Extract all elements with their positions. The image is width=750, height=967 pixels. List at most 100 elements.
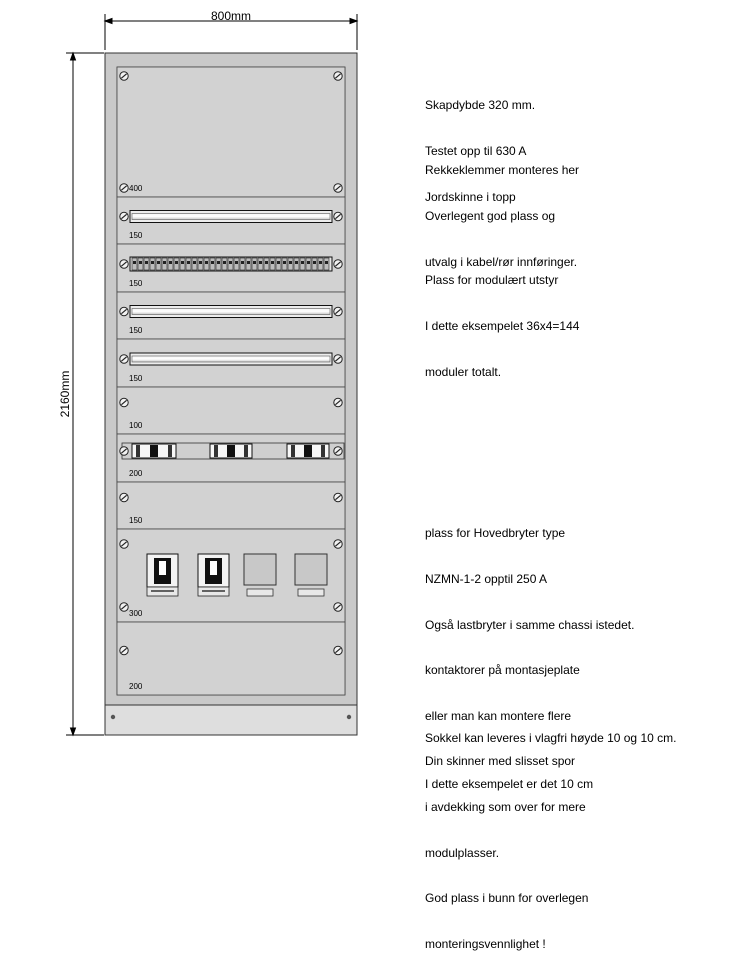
terminal-screw xyxy=(151,261,154,264)
note-plinth: Sokkel kan leveres i vlagfri høyde 10 og… xyxy=(425,701,676,807)
section-height-label: 150 xyxy=(129,374,143,383)
screw-slot xyxy=(335,185,341,191)
note-line: Jordskinne i topp xyxy=(425,189,516,204)
terminal-screw xyxy=(247,261,250,264)
section-height-label: 400 xyxy=(129,184,143,193)
terminal-screw xyxy=(301,261,304,264)
screw-slot xyxy=(121,213,127,220)
section-height-label: 100 xyxy=(129,421,143,430)
section-height-label: 150 xyxy=(129,516,143,525)
terminal-screw xyxy=(169,261,172,264)
terminal-screw xyxy=(205,261,208,264)
cabinet-diagram: 800mm 2160mm 400150150150150100200150300… xyxy=(58,9,359,737)
panel-section-blank: 100 xyxy=(116,386,346,435)
panel-sections: 400 150 150 150 150 100 200 150 300 200 xyxy=(116,66,346,696)
width-dimension xyxy=(103,14,359,50)
panel-section-blank: 200 xyxy=(116,621,346,696)
breaker-window xyxy=(159,561,166,575)
disconnector-handle xyxy=(136,445,140,457)
panel-cover xyxy=(116,481,346,530)
din-rail-slot xyxy=(131,308,331,315)
section-height-label: 200 xyxy=(129,682,143,691)
terminal-screw xyxy=(211,261,214,264)
screw-slot xyxy=(335,213,341,220)
disconnector-handle xyxy=(214,445,218,457)
screw-slot xyxy=(335,73,341,79)
screw-slot xyxy=(335,494,341,501)
terminal-screw xyxy=(277,261,280,264)
terminal-screw xyxy=(265,261,268,264)
panel-cover xyxy=(116,386,346,435)
terminal-screw xyxy=(295,261,298,264)
screw-slot xyxy=(121,494,127,501)
terminal-screw xyxy=(259,261,262,264)
note-line: I dette eksempelet 36x4=144 xyxy=(425,319,580,334)
terminal-screw xyxy=(139,261,142,264)
note-line: Plass for modulært utstyr xyxy=(425,273,559,288)
panel-section-din-rail: 150 xyxy=(116,196,346,245)
disconnector-handle xyxy=(321,445,325,457)
disconnector-handle xyxy=(291,445,295,457)
screw-slot xyxy=(121,647,127,654)
terminal-screw xyxy=(199,261,202,264)
screw-slot xyxy=(121,261,127,267)
section-height-label: 150 xyxy=(129,279,143,288)
panel-section-disconnectors: 200 xyxy=(116,433,346,483)
height-label: 2160mm xyxy=(58,371,72,418)
terminal-screw xyxy=(325,261,328,264)
breaker-window xyxy=(210,561,217,575)
note-line: I dette eksempelet er det 10 cm xyxy=(425,777,594,792)
terminal-screw xyxy=(289,261,292,264)
disconnector-lever xyxy=(304,445,312,457)
terminal-screw xyxy=(307,261,310,264)
screw-slot xyxy=(121,308,127,315)
disconnector-lever xyxy=(227,445,235,457)
note-line: NZMN-1-2 opptil 250 A xyxy=(425,572,548,587)
blank-module-plate xyxy=(297,588,325,597)
screw-slot xyxy=(121,185,127,191)
section-height-label: 300 xyxy=(129,609,143,618)
terminal-screw xyxy=(241,261,244,264)
note-line: Sokkel kan leveres i vlagfri høyde 10 og… xyxy=(425,731,677,746)
panel-section-blank: 150 xyxy=(116,481,346,530)
terminal-screw xyxy=(175,261,178,264)
terminal-screw xyxy=(157,261,160,264)
screw-slot xyxy=(335,604,341,610)
screw-slot xyxy=(121,604,127,610)
screw-slot xyxy=(121,448,127,454)
note-line: Skapdybde 320 mm. xyxy=(425,98,536,113)
terminal-screw xyxy=(229,261,232,264)
section-height-label: 150 xyxy=(129,231,143,240)
terminal-screw xyxy=(319,261,322,264)
terminal-screw xyxy=(187,261,190,264)
note-line: God plass i bunn for overlegen xyxy=(425,891,589,906)
screw-slot xyxy=(121,73,127,79)
terminal-screw xyxy=(145,261,148,264)
screw-slot xyxy=(335,541,341,547)
disconnector-handle xyxy=(168,445,172,457)
disconnector-handle xyxy=(244,445,248,457)
plinth xyxy=(104,704,358,736)
panel-section-breakers: 300 xyxy=(116,528,346,623)
note-line: moduler totalt. xyxy=(425,364,502,379)
note-line: Testet opp til 630 A xyxy=(425,144,527,159)
note-line: kontaktorer på montasjeplate xyxy=(425,663,580,678)
section-height-label: 150 xyxy=(129,326,143,335)
terminal-screw xyxy=(253,261,256,264)
panel-section-terminal-blocks: 150 xyxy=(116,243,346,293)
panel-cover xyxy=(116,66,346,198)
blank-module-plate xyxy=(246,588,274,597)
terminal-screw xyxy=(283,261,286,264)
screw-slot xyxy=(121,356,127,362)
blank-module xyxy=(243,553,277,586)
terminal-screw xyxy=(271,261,274,264)
panel-section-din-rail: 150 xyxy=(116,291,346,340)
height-dimension xyxy=(66,51,104,737)
panel-cover xyxy=(116,621,346,696)
terminal-screw xyxy=(163,261,166,264)
screw-slot xyxy=(121,399,127,406)
note-modular-space: Plass for modulært utstyr I dette eksemp… xyxy=(425,243,579,395)
terminal-screw xyxy=(223,261,226,264)
note-line: Også lastbryter i samme chassi istedet. xyxy=(425,617,635,632)
screw-slot xyxy=(335,261,341,267)
